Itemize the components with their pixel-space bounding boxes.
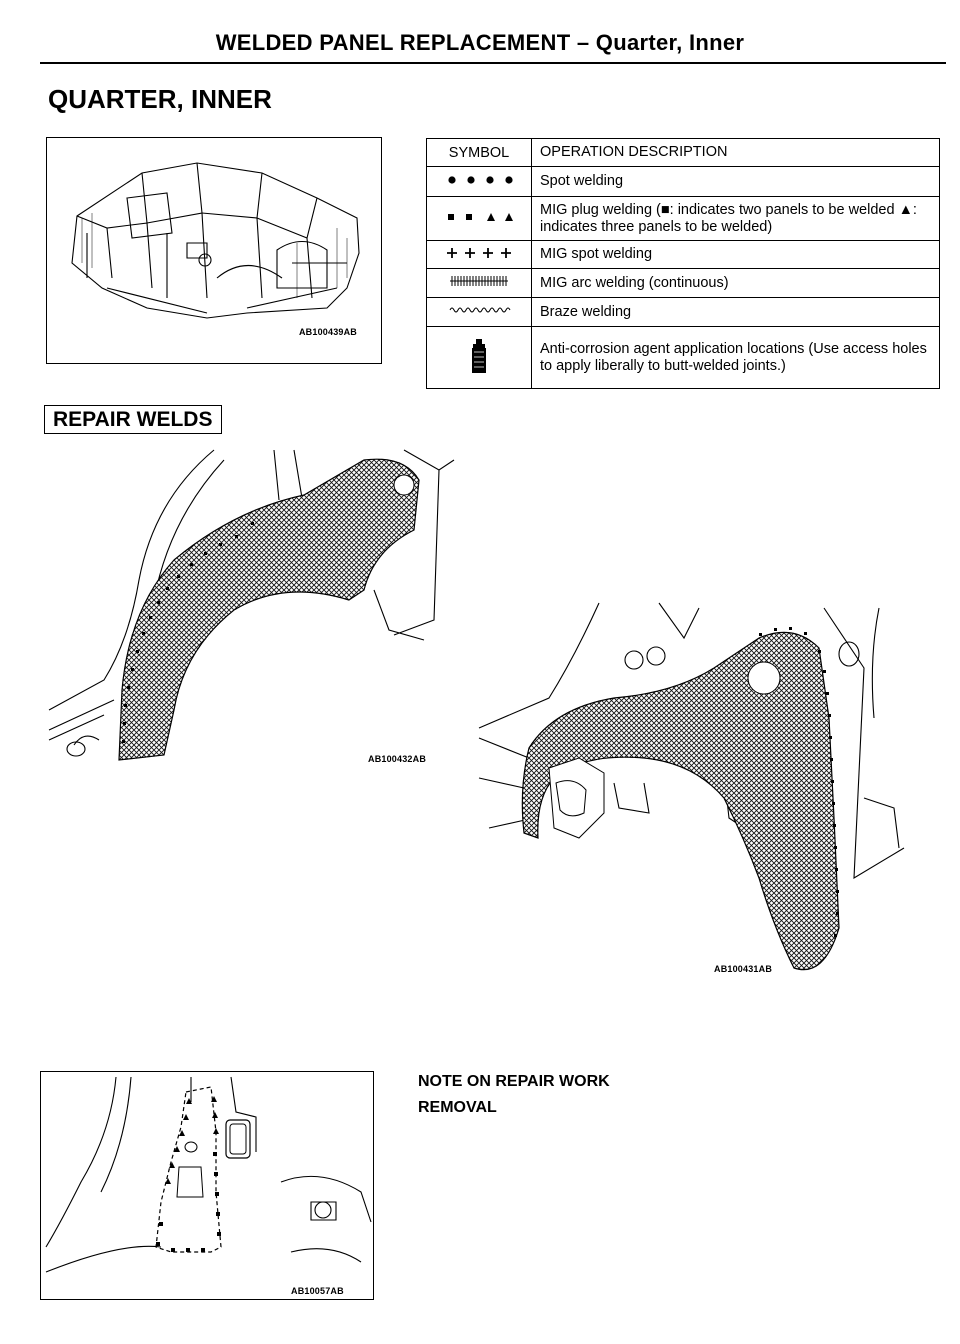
left-wheelhouse-figure: AB100432AB xyxy=(44,440,464,780)
table-row: Spot welding xyxy=(426,166,940,197)
mig-arc-weld-icon xyxy=(450,276,508,286)
table-row: MIG spot welding xyxy=(426,240,940,269)
figure-caption: AB100431AB xyxy=(714,964,773,974)
table-row: Braze welding xyxy=(426,297,940,327)
table-header-row: SYMBOL OPERATION DESCRIPTION xyxy=(426,138,940,167)
column-header-description: OPERATION DESCRIPTION xyxy=(531,138,940,167)
table-row: MIG arc welding (continuous) xyxy=(426,268,940,298)
note-section: NOTE ON REPAIR WORK REMOVAL xyxy=(418,1069,610,1121)
weld-symbol-table: SYMBOL OPERATION DESCRIPTION Spot weldin… xyxy=(426,138,940,389)
figure-caption: AB100439AB xyxy=(298,327,357,337)
spot-weld-dots-icon xyxy=(448,175,513,184)
section-title: QUARTER, INNER xyxy=(48,84,272,114)
right-quarter-inner-illustration xyxy=(478,602,905,971)
row-description: MIG spot welding xyxy=(531,240,940,269)
spray-can-icon xyxy=(472,338,486,373)
removal-area-illustration xyxy=(45,1076,372,1273)
note-heading: NOTE ON REPAIR WORK xyxy=(418,1073,610,1090)
row-description: Spot welding xyxy=(531,166,940,197)
row-description: Braze welding xyxy=(531,297,940,327)
left-quarter-inner-illustration xyxy=(48,449,455,761)
removal-figure: AB10057AB xyxy=(40,1071,374,1300)
table-row: MIG plug welding (■: indicates two panel… xyxy=(426,196,940,241)
row-description: MIG arc welding (continuous) xyxy=(531,268,940,298)
figure-caption: AB10057AB xyxy=(291,1286,344,1296)
page-header-title: WELDED PANEL REPLACEMENT – Quarter, Inne… xyxy=(215,30,745,55)
note-subheading: REMOVAL xyxy=(418,1099,497,1116)
right-wheelhouse-figure: AB100431AB xyxy=(474,598,920,978)
mig-plug-weld-icon xyxy=(448,212,513,221)
removal-area-outline xyxy=(155,1086,222,1253)
row-description: MIG plug welding (■: indicates two panel… xyxy=(531,196,940,241)
braze-weld-icon xyxy=(449,307,511,313)
repair-area-hatch xyxy=(118,458,420,761)
car-body-illustration xyxy=(71,162,360,319)
header-divider xyxy=(40,62,946,64)
overview-figure: AB100439AB xyxy=(46,137,382,364)
table-row: Anti-corrosion agent application locatio… xyxy=(426,326,940,389)
column-header-symbol: SYMBOL xyxy=(426,138,532,167)
repair-area-hatch xyxy=(521,631,840,971)
mig-spot-weld-icon xyxy=(447,247,511,258)
row-description: Anti-corrosion agent application locatio… xyxy=(531,326,940,389)
repair-welds-label: REPAIR WELDS xyxy=(44,405,223,434)
figure-caption: AB100432AB xyxy=(368,754,427,764)
